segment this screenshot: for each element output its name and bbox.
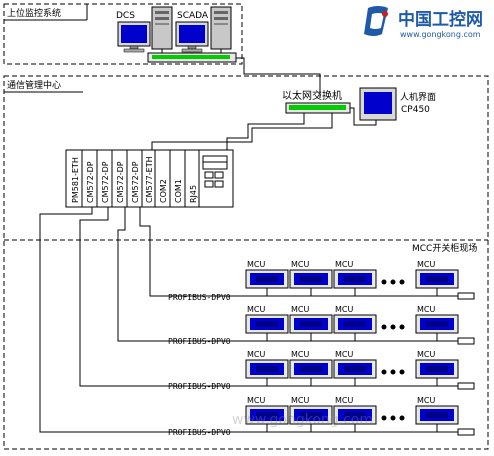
module-label-cm572-2: CM572-DP — [101, 161, 110, 203]
profibus-lines — [39, 207, 460, 433]
mcu-label: MCU — [335, 396, 353, 405]
bus-terminators — [457, 292, 475, 436]
mcu-label: MCU — [417, 350, 435, 359]
scada-server-tower-icon — [210, 6, 232, 50]
dcs-monitor-icon — [117, 21, 151, 53]
mcu-label: MCU — [291, 260, 309, 269]
mcu-label: MCU — [291, 305, 309, 314]
mcu-row-4: MCU MCU MCU MCU — [245, 396, 459, 432]
mcu-unit: MCU — [245, 260, 289, 296]
bus-label-1: PROFIBUS-DPV0 — [168, 293, 231, 302]
module-label-cm572-1: CM572-DP — [86, 161, 95, 203]
module-label-cm577: CM577-ETH — [145, 156, 154, 203]
mcu-unit: MCU — [289, 305, 333, 341]
ellipsis-dots — [381, 324, 405, 330]
mcu-label: MCU — [247, 305, 265, 314]
mcu-label: MCU — [247, 260, 265, 269]
mcu-label: MCU — [291, 350, 309, 359]
bus-label-4: PROFIBUS-DPV0 — [168, 428, 231, 437]
ellipsis-dots — [381, 279, 405, 285]
ellipsis-dots — [381, 369, 405, 375]
mcu-label: MCU — [417, 396, 435, 405]
module-label-pm581: PM581-ETH — [71, 157, 80, 203]
ethernet-switch-icon — [285, 102, 351, 114]
mcu-unit: MCU — [289, 396, 333, 432]
mcu-unit: MCU — [333, 396, 377, 432]
ethernet-cables — [151, 107, 377, 150]
bus-label-3: PROFIBUS-DPV0 — [168, 382, 231, 391]
scada-label: SCADA — [177, 11, 209, 21]
mcu-row-2: MCU MCU MCU MCU — [245, 305, 459, 341]
uplink-cable — [236, 57, 321, 98]
bus-label-2: PROFIBUS-DPV0 — [168, 337, 231, 346]
module-label-rj45: RJ45 — [189, 185, 198, 203]
upper-switch-icon — [147, 52, 237, 63]
mcu-unit: MCU — [245, 305, 289, 341]
mcu-unit: MCU — [415, 305, 459, 341]
section-upper-title: 上位监控系统 — [7, 7, 61, 19]
mcu-unit: MCU — [289, 260, 333, 296]
section-frames — [3, 3, 489, 450]
mcu-label: MCU — [335, 260, 353, 269]
section-mcc-title: MCC开关柜现场 — [412, 242, 477, 254]
mcu-unit: MCU — [333, 350, 377, 386]
hmi-model: CP450 — [401, 105, 430, 115]
main-frame — [3, 75, 489, 450]
mcu-unit: MCU — [415, 396, 459, 432]
mcu-label: MCU — [335, 305, 353, 314]
brand-name: 中国工控网 — [398, 9, 483, 30]
dcs-server-tower-icon — [151, 6, 173, 50]
brand-logo: 中国工控网 www.gongkong.com — [364, 6, 483, 39]
dcs-label: DCS — [116, 11, 135, 21]
mcu-unit: MCU — [333, 260, 377, 296]
mcu-row-3: MCU MCU MCU MCU — [245, 350, 459, 386]
mcu-unit: MCU — [289, 350, 333, 386]
mcu-unit: MCU — [415, 260, 459, 296]
module-label-cm572-3: CM572-DP — [116, 161, 125, 203]
mcu-label: MCU — [247, 396, 265, 405]
module-label-com2: COM2 — [159, 179, 168, 203]
mcu-label: MCU — [291, 396, 309, 405]
mcu-label: MCU — [417, 260, 435, 269]
mcu-label: MCU — [417, 305, 435, 314]
mcu-unit: MCU — [415, 350, 459, 386]
scada-monitor-icon — [175, 21, 209, 53]
ethernet-switch-label: 以太网交换机 — [282, 89, 342, 102]
mcu-unit: MCU — [245, 396, 289, 432]
section-comm-title: 通信管理中心 — [7, 79, 61, 91]
mcu-label: MCU — [247, 350, 265, 359]
module-label-cm572-4: CM572-DP — [131, 161, 140, 203]
hmi-monitor-icon — [359, 87, 397, 121]
upper-system-frame — [3, 3, 243, 65]
upper-cables — [161, 49, 222, 53]
watermark-overlay: www.gongkong.com — [232, 412, 373, 428]
hmi-label: 人机界面 — [400, 91, 436, 103]
ellipsis-dots — [381, 415, 405, 421]
mcu-unit: MCU — [245, 350, 289, 386]
mcu-row-1: MCU MCU MCU MCU — [245, 260, 459, 296]
mcu-unit: MCU — [333, 305, 377, 341]
module-labels: PM581-ETH CM572-DP CM572-DP CM572-DP CM5… — [71, 156, 198, 203]
module-label-com1: COM1 — [174, 179, 183, 203]
controller-rack — [65, 149, 234, 208]
brand-url: www.gongkong.com — [400, 30, 481, 39]
mcu-label: MCU — [335, 350, 353, 359]
